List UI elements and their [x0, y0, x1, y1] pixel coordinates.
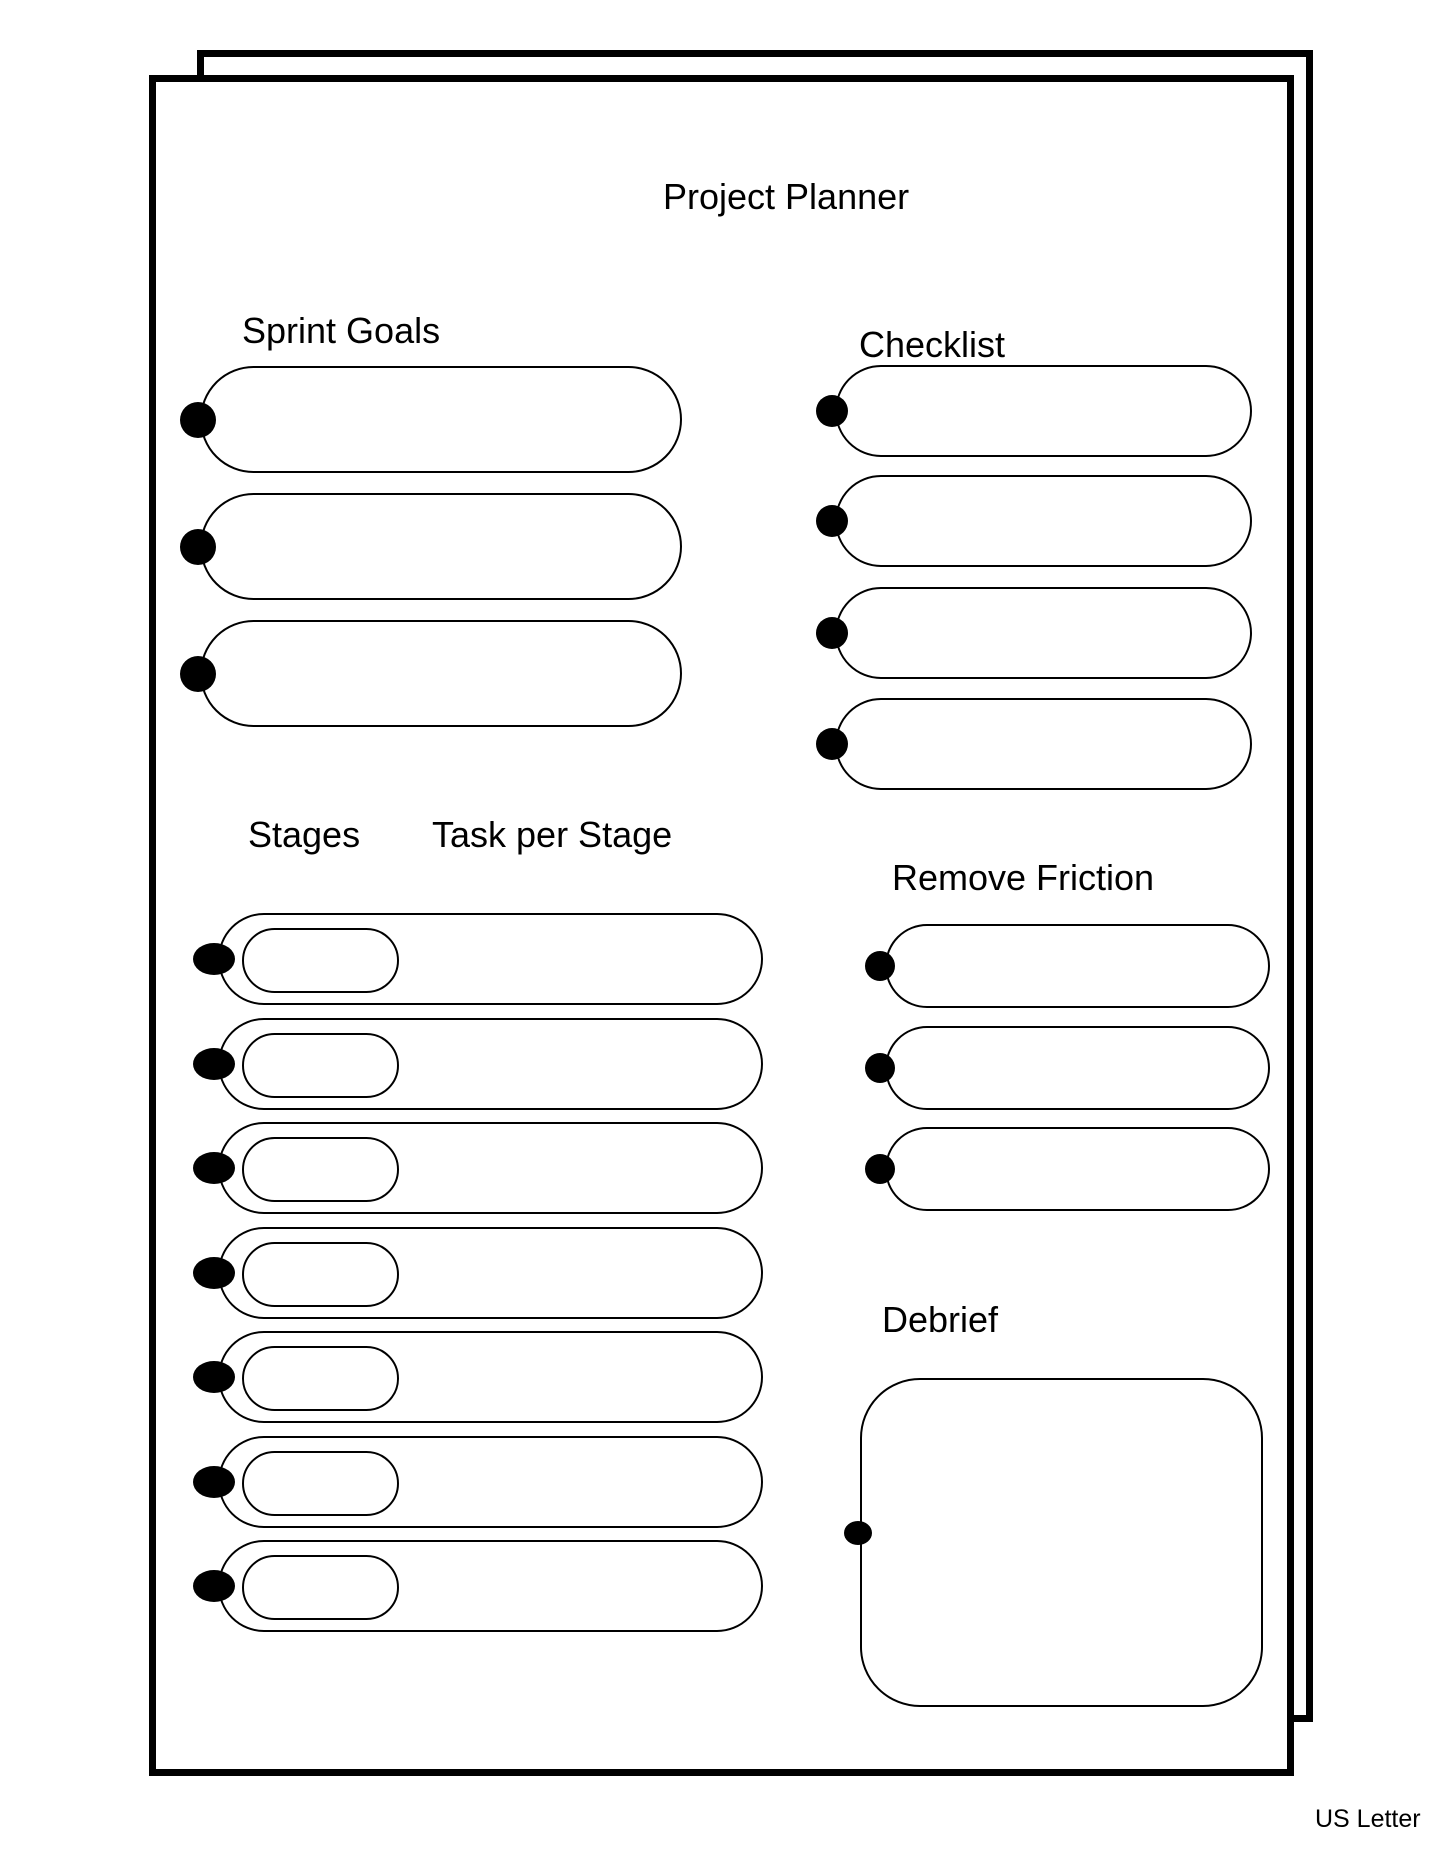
sprint-goal-slot: [200, 366, 682, 473]
section-heading-checklist: Checklist: [859, 324, 1006, 365]
stage-task-slot: [218, 1227, 763, 1319]
section-heading-stages: Stages: [248, 814, 361, 855]
checklist-slot: [835, 475, 1252, 567]
stage-name-slot: [242, 1242, 399, 1307]
page-title: Project Planner: [663, 176, 910, 217]
section-heading-sprint-goals: Sprint Goals: [242, 310, 441, 351]
stage-name-slot: [242, 928, 399, 993]
sprint-goal-slot: [200, 493, 682, 600]
checklist-slot: [835, 587, 1252, 679]
stage-name-slot: [242, 1033, 399, 1098]
bullet-dot-icon: [193, 1361, 235, 1393]
stage-task-slot: [218, 1018, 763, 1110]
bullet-dot-icon: [816, 617, 848, 649]
stage-task-slot: [218, 1331, 763, 1423]
bullet-dot-icon: [865, 1154, 895, 1184]
bullet-dot-icon: [193, 1466, 235, 1498]
stage-task-slot: [218, 1436, 763, 1528]
stage-task-slot: [218, 1122, 763, 1214]
bullet-dot-icon: [193, 943, 235, 975]
debrief-box: [860, 1378, 1263, 1707]
bullet-dot-icon: [180, 529, 216, 565]
bullet-dot-icon: [193, 1152, 235, 1184]
bullet-dot-icon: [193, 1048, 235, 1080]
checklist-slot: [835, 698, 1252, 790]
remove-friction-slot: [885, 1026, 1270, 1110]
section-heading-remove-friction: Remove Friction: [892, 857, 1155, 898]
paper-format-label: US Letter: [1315, 1805, 1421, 1833]
section-heading-task-per-stage: Task per Stage: [432, 814, 673, 855]
sprint-goal-slot: [200, 620, 682, 727]
bullet-dot-icon: [844, 1521, 872, 1545]
checklist-slot: [835, 365, 1252, 457]
stage-task-slot: [218, 1540, 763, 1632]
section-heading-debrief: Debrief: [882, 1299, 999, 1340]
bullet-dot-icon: [865, 1053, 895, 1083]
remove-friction-slot: [885, 924, 1270, 1008]
bullet-dot-icon: [816, 395, 848, 427]
bullet-dot-icon: [180, 656, 216, 692]
remove-friction-slot: [885, 1127, 1270, 1211]
bullet-dot-icon: [193, 1257, 235, 1289]
bullet-dot-icon: [193, 1570, 235, 1602]
bullet-dot-icon: [816, 505, 848, 537]
stage-name-slot: [242, 1555, 399, 1620]
bullet-dot-icon: [816, 728, 848, 760]
stage-name-slot: [242, 1451, 399, 1516]
bullet-dot-icon: [865, 951, 895, 981]
stage-task-slot: [218, 913, 763, 1005]
stage-name-slot: [242, 1137, 399, 1202]
bullet-dot-icon: [180, 402, 216, 438]
stage-name-slot: [242, 1346, 399, 1411]
